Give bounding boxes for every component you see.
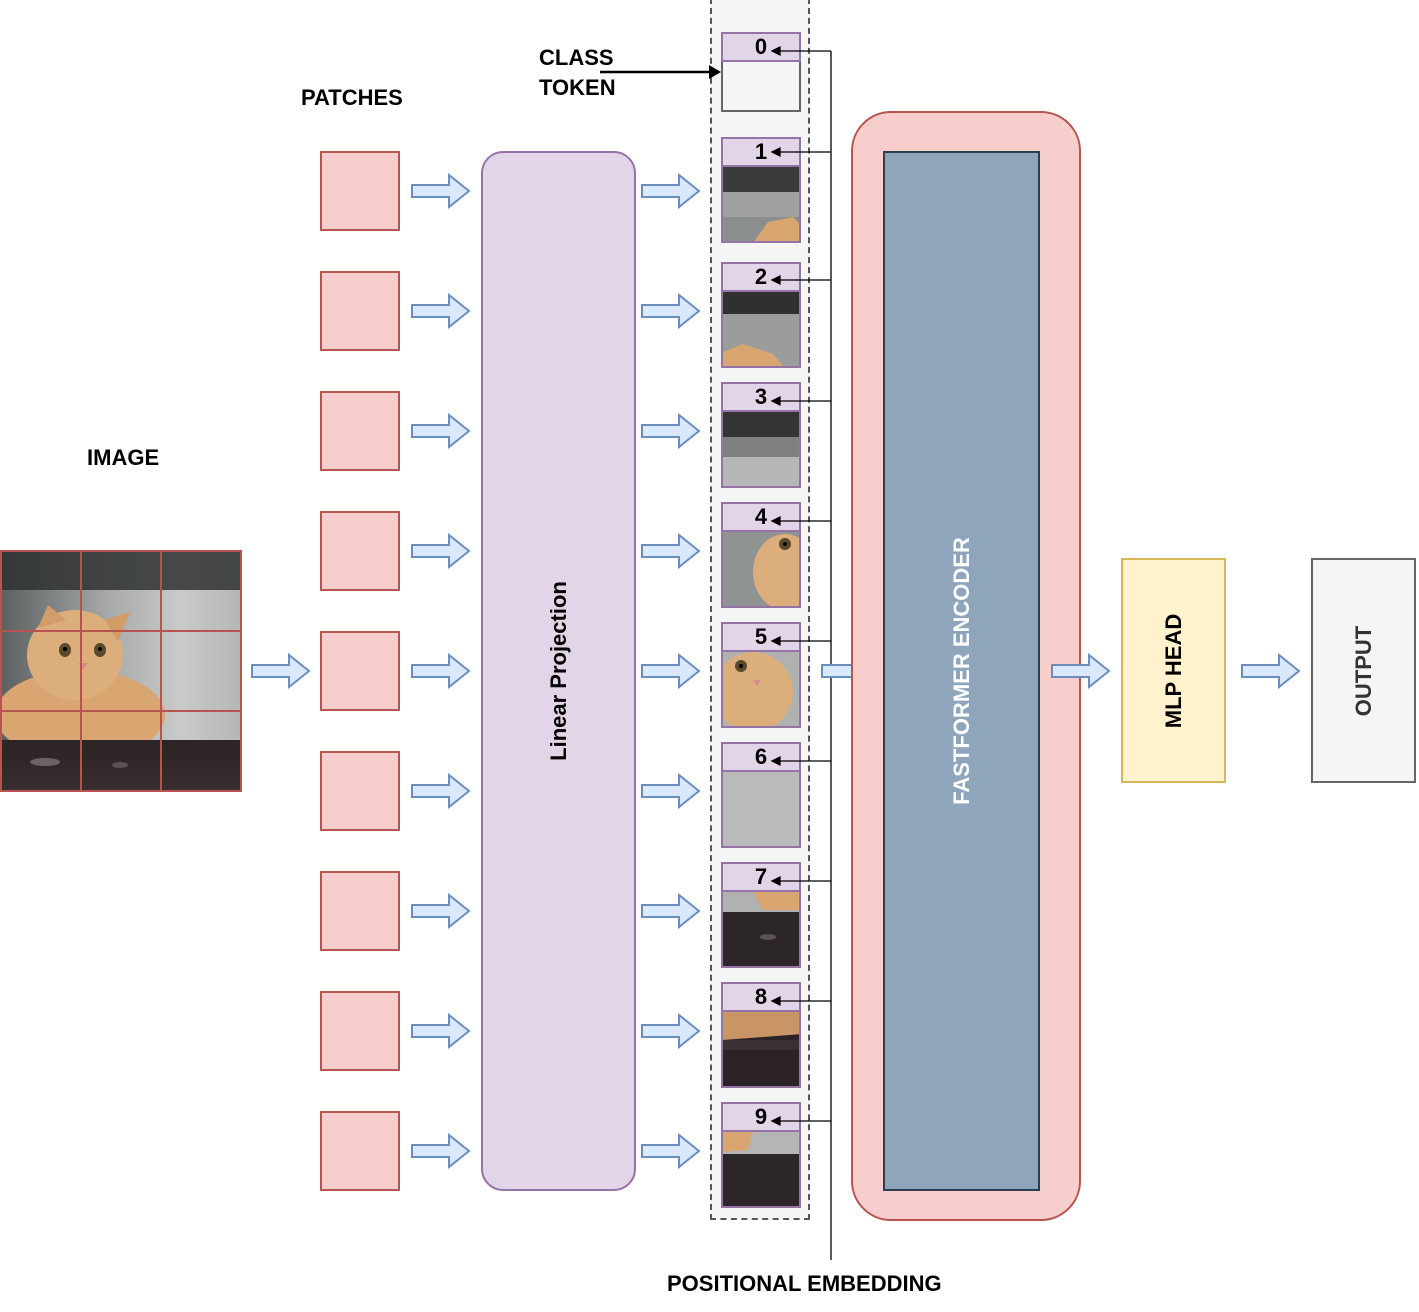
output-block: OUTPUT	[1311, 558, 1416, 783]
patch	[320, 631, 400, 711]
token-patch-image	[721, 167, 801, 243]
projection-to-token-arrow	[641, 412, 701, 450]
patch-to-projection-arrow	[411, 412, 471, 450]
image-label: IMAGE	[87, 445, 160, 470]
patch-to-projection-arrow	[411, 772, 471, 810]
cat-patch-crop	[723, 167, 799, 241]
token-index-9: 9	[721, 1102, 801, 1132]
patch-to-projection-arrow	[411, 292, 471, 330]
patch	[320, 991, 400, 1071]
cat-image-illustration	[0, 550, 242, 792]
mlp-head-label: MLP HEAD	[1160, 613, 1186, 728]
cat-patch-crop	[723, 892, 799, 966]
patch	[320, 871, 400, 951]
positional-embedding-connectors	[770, 45, 832, 1260]
token-index-7: 7	[721, 862, 801, 892]
token-index-6: 6	[721, 742, 801, 772]
fastformer-encoder-block: FASTFORMER ENCODER	[883, 151, 1040, 1191]
patch-to-projection-arrow	[411, 892, 471, 930]
output-label: OUTPUT	[1350, 625, 1376, 716]
projection-to-token-arrow	[641, 1132, 701, 1170]
token-index-5: 5	[721, 622, 801, 652]
linear-projection-label: Linear Projection	[545, 581, 571, 761]
cat-patch-crop	[723, 292, 799, 366]
patch	[320, 1111, 400, 1191]
patch	[320, 271, 400, 351]
projection-to-token-arrow	[641, 772, 701, 810]
input-image	[0, 550, 242, 792]
token-patch-image	[721, 772, 801, 848]
image-grid-line	[0, 630, 242, 632]
projection-to-token-arrow	[641, 172, 701, 210]
token-index-8: 8	[721, 982, 801, 1012]
class-token-embedding	[721, 62, 801, 112]
patch-to-projection-arrow	[411, 1132, 471, 1170]
token-patch-image	[721, 1012, 801, 1088]
patch-to-projection-arrow	[411, 1012, 471, 1050]
cat-patch-crop	[723, 412, 799, 486]
mlp-to-output-arrow	[1241, 652, 1301, 690]
image-grid-line	[160, 550, 162, 792]
token-patch-image	[721, 532, 801, 608]
image-grid-line	[0, 710, 242, 712]
positional-embedding-label: POSITIONAL EMBEDDING	[667, 1271, 942, 1296]
projection-to-token-arrow	[641, 292, 701, 330]
patch-to-projection-arrow	[411, 652, 471, 690]
patch	[320, 391, 400, 471]
cat-patch-crop	[723, 1132, 799, 1206]
image-frame	[0, 550, 242, 792]
class-token-label-line1: CLASS	[539, 45, 614, 70]
image-to-patches-arrow	[251, 652, 311, 690]
patches-label: PATCHES	[301, 85, 403, 110]
patch-to-projection-arrow	[411, 172, 471, 210]
projection-to-token-arrow	[641, 652, 701, 690]
token-patch-image	[721, 1132, 801, 1208]
token-patch-image	[721, 892, 801, 968]
patch	[320, 751, 400, 831]
patch	[320, 511, 400, 591]
cat-patch-crop	[723, 532, 799, 606]
encoder-label: FASTFORMER ENCODER	[948, 537, 974, 805]
class-token-arrow	[600, 65, 721, 79]
token-patch-image	[721, 292, 801, 368]
projection-to-token-arrow	[641, 892, 701, 930]
token-patch-image	[721, 412, 801, 488]
patch	[320, 151, 400, 231]
projection-to-token-arrow	[641, 1012, 701, 1050]
mlp-head-block: MLP HEAD	[1121, 558, 1226, 783]
class-token-label-line2: TOKEN	[539, 75, 616, 100]
cat-patch-crop	[723, 1012, 799, 1086]
image-grid-line	[80, 550, 82, 792]
projection-to-token-arrow	[641, 532, 701, 570]
encoder-to-mlp-arrow	[1051, 652, 1111, 690]
token-index-4: 4	[721, 502, 801, 532]
linear-projection-block: Linear Projection	[481, 151, 636, 1191]
cat-patch-crop	[723, 772, 799, 846]
token-index-3: 3	[721, 382, 801, 412]
patch-to-projection-arrow	[411, 532, 471, 570]
token-patch-image	[721, 652, 801, 728]
token-index-0: 0	[721, 32, 801, 62]
cat-patch-crop	[723, 652, 799, 726]
token-index-2: 2	[721, 262, 801, 292]
